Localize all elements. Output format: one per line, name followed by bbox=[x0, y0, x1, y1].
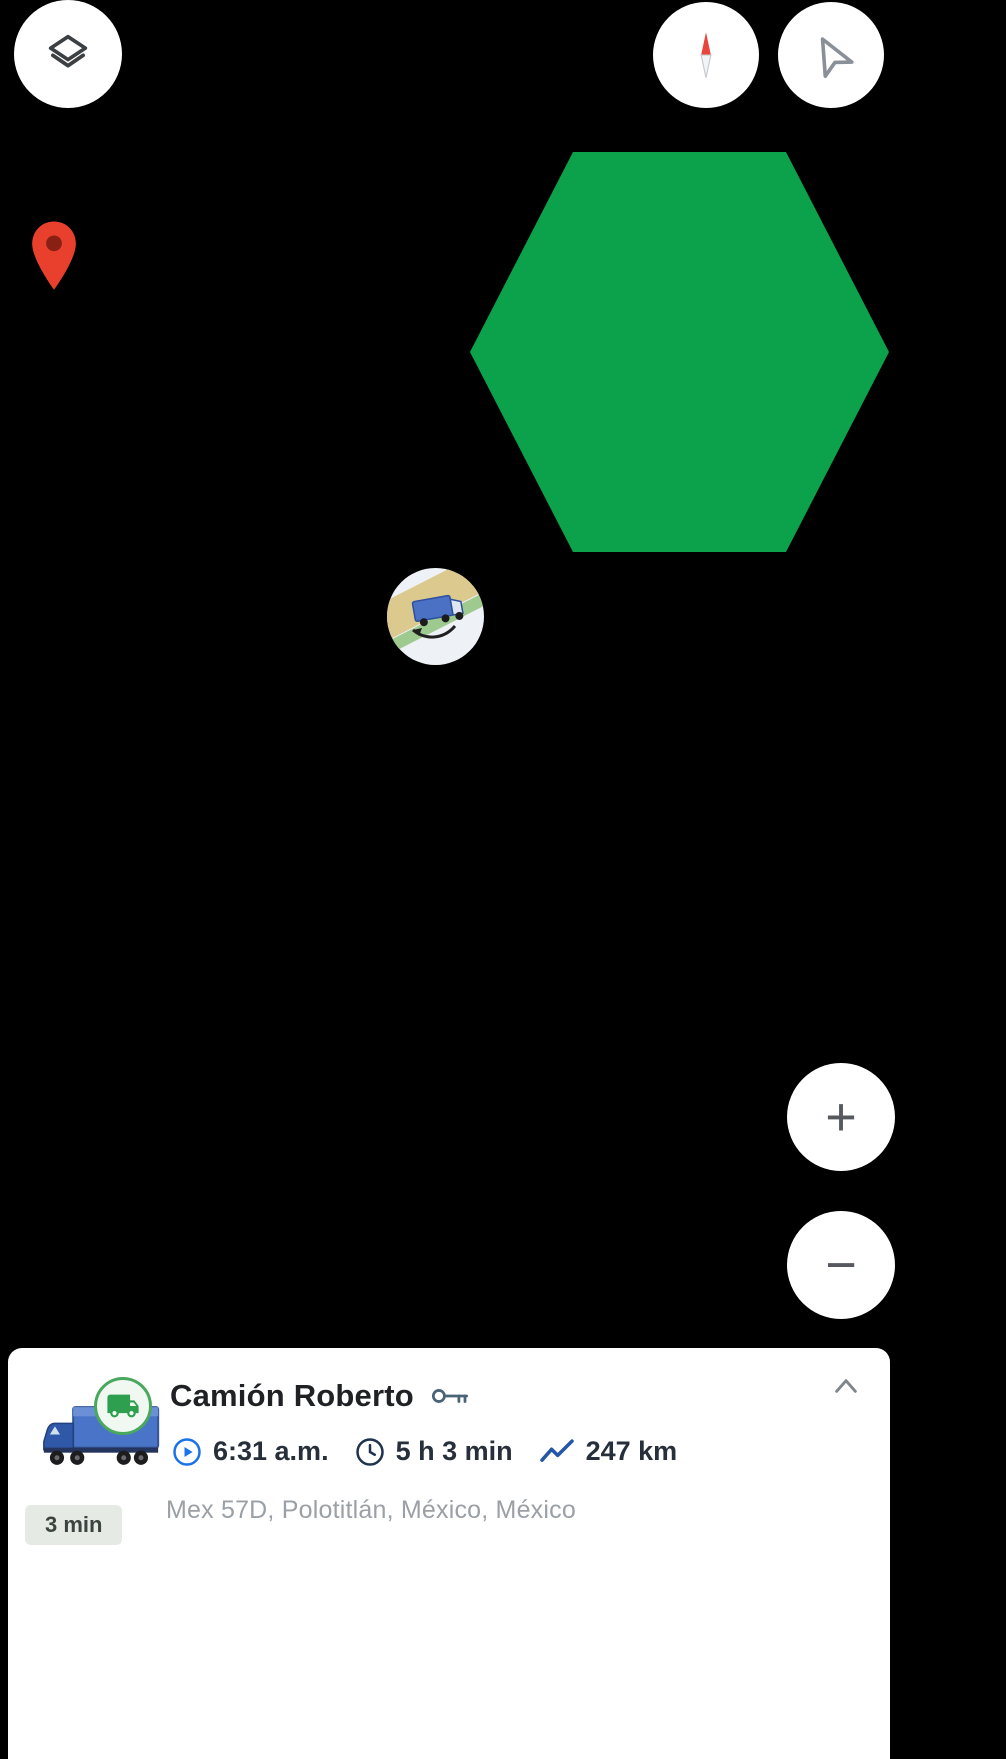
zoom-out-label: − bbox=[825, 1235, 857, 1295]
distance-value: 247 km bbox=[585, 1436, 678, 1466]
key-icon bbox=[431, 1389, 468, 1403]
vehicle-status-circle bbox=[94, 1377, 152, 1435]
distance-icon bbox=[539, 1437, 575, 1467]
zoom-out-button[interactable]: − bbox=[787, 1211, 895, 1319]
map-pin-icon bbox=[32, 221, 76, 290]
marker-truck-icon bbox=[411, 594, 464, 639]
navigation-icon bbox=[820, 37, 854, 78]
trip-stats-row: 6:31 a.m. 5 h 3 min 247 km bbox=[172, 1436, 677, 1467]
map-pin[interactable] bbox=[31, 220, 77, 292]
layers-icon bbox=[48, 34, 88, 68]
zoom-in-button[interactable]: + bbox=[787, 1063, 895, 1171]
departure-time: 6:31 a.m. bbox=[213, 1436, 329, 1466]
vehicle-thumbnail bbox=[38, 1377, 166, 1479]
compass-icon bbox=[700, 32, 712, 78]
layers-button[interactable] bbox=[14, 0, 122, 108]
compass-button[interactable] bbox=[653, 2, 759, 108]
geofence-polygon[interactable] bbox=[470, 152, 889, 552]
status-badge: 3 min bbox=[25, 1505, 123, 1545]
chevron-up-icon bbox=[835, 1379, 857, 1393]
green-truck-icon bbox=[107, 1394, 139, 1418]
departure-icon bbox=[172, 1437, 202, 1467]
vehicle-address: Mex 57D, Polotitlán, México, México bbox=[166, 1496, 576, 1524]
vehicle-card[interactable]: Camión Roberto 6:31 a.m. bbox=[8, 1348, 890, 1759]
zoom-in-label: + bbox=[825, 1087, 857, 1147]
duration-value: 5 h 3 min bbox=[395, 1436, 513, 1466]
duration-icon bbox=[355, 1437, 385, 1467]
collapse-card-button[interactable] bbox=[830, 1374, 862, 1398]
vehicle-title-row: Camión Roberto bbox=[170, 1378, 470, 1414]
vehicle-marker[interactable] bbox=[387, 568, 484, 665]
vehicle-title: Camión Roberto bbox=[170, 1378, 414, 1413]
navigation-button[interactable] bbox=[778, 2, 884, 108]
